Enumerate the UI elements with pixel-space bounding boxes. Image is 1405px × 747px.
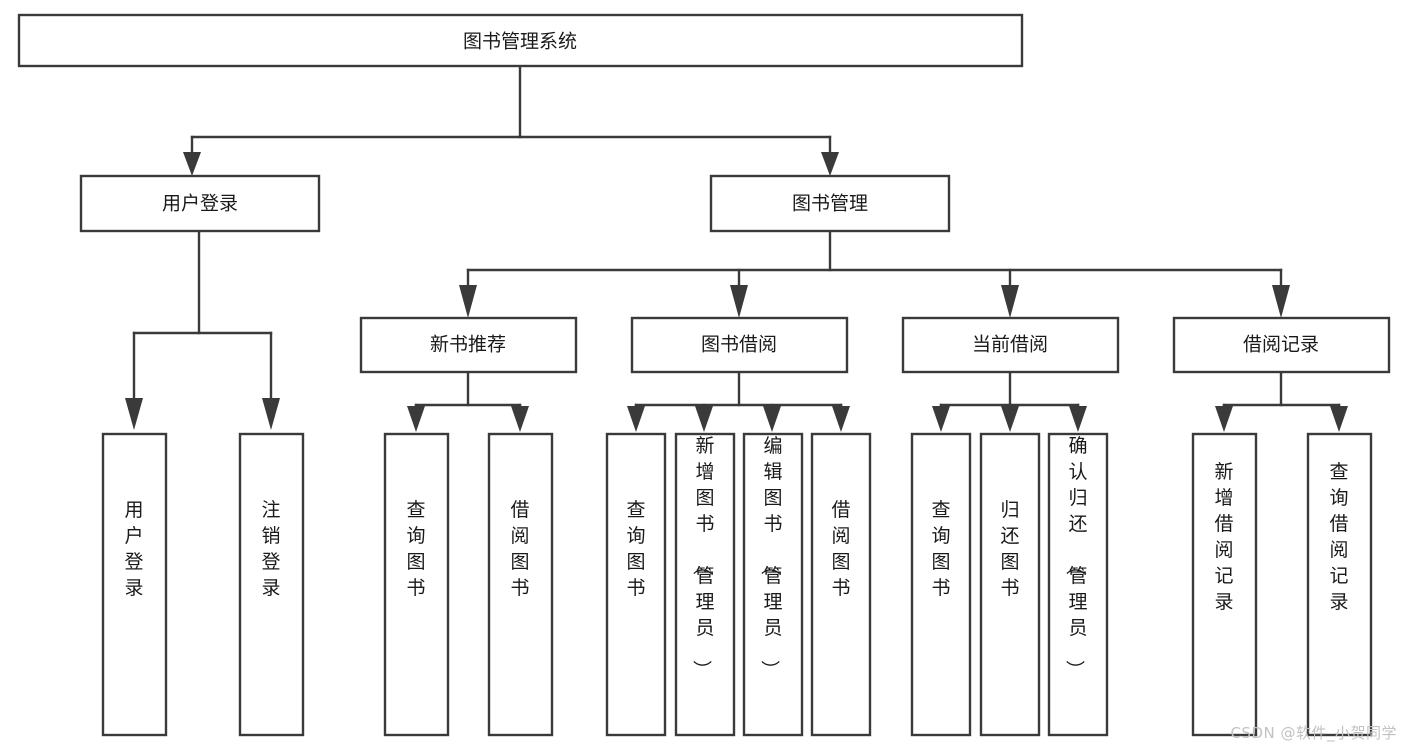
arrow-bb-leaf-4: [832, 406, 850, 432]
leaf-current-borrow-return-box[interactable]: [979, 432, 1041, 737]
leaf-book-borrow-edit-box[interactable]: [742, 432, 804, 737]
leaf-book-borrow-borrow-box[interactable]: [810, 432, 872, 737]
leaf-new-book-borrow-label: 借阅图书: [510, 499, 529, 599]
leaf-user-login-login-label: 用户登录: [124, 499, 143, 599]
arrow-to-leaf-logout: [262, 398, 280, 430]
leaf-user-login-logout-label: 注销登录: [261, 499, 280, 599]
leaf-book-borrow-edit[interactable]: 编辑图书（管理员）: [742, 432, 804, 737]
node-book-borrow-label: 图书借阅: [701, 334, 777, 356]
leaf-book-borrow-query-label: 查询图书: [626, 499, 645, 599]
node-borrow-record[interactable]: 借阅记录: [1172, 316, 1391, 374]
node-book-manage-label: 图书管理: [792, 193, 868, 215]
node-current-borrow-label: 当前借阅: [972, 334, 1048, 356]
leaf-current-borrow-confirm-box[interactable]: [1047, 432, 1109, 737]
leaf-new-book-query-label: 查询图书: [406, 499, 425, 599]
node-current-borrow[interactable]: 当前借阅: [901, 316, 1120, 374]
node-root-box[interactable]: [17, 13, 1024, 68]
leaf-book-borrow-add-box[interactable]: [674, 432, 736, 737]
leaf-user-login-login[interactable]: 用户登录: [101, 432, 168, 737]
leaf-borrow-record-query-box[interactable]: [1306, 432, 1373, 737]
arrow-nb-leaf-1: [407, 406, 425, 432]
node-book-manage-box[interactable]: [709, 174, 951, 233]
arrow-cb-leaf-2: [1001, 406, 1019, 432]
node-borrow-record-label: 借阅记录: [1243, 334, 1319, 356]
node-book-borrow-box[interactable]: [630, 316, 849, 374]
leaf-new-book-query-box[interactable]: [383, 432, 450, 737]
arrow-to-leaf-user-login: [125, 398, 143, 430]
leaf-current-borrow-confirm[interactable]: 确认归还（管理员）: [1047, 432, 1109, 737]
leaf-user-login-logout[interactable]: 注销登录: [238, 432, 305, 737]
leaf-current-borrow-query-box[interactable]: [910, 432, 972, 737]
leaf-new-book-borrow[interactable]: 借阅图书: [487, 432, 554, 737]
leaf-book-borrow-edit-label: 编辑图书（管理员）: [758, 435, 782, 679]
node-user-login[interactable]: 用户登录: [79, 174, 321, 233]
leaf-book-borrow-add[interactable]: 新增图书（管理员）: [674, 432, 736, 737]
arrow-bb-leaf-1: [627, 406, 645, 432]
node-user-login-box[interactable]: [79, 174, 321, 233]
leaf-user-login-login-box[interactable]: [101, 432, 168, 737]
arrow-cb-leaf-1: [932, 406, 950, 432]
leaf-current-borrow-query[interactable]: 查询图书: [910, 432, 972, 737]
arrow-br-leaf-1: [1215, 406, 1233, 432]
leaf-current-borrow-return-label: 归还图书: [1000, 499, 1019, 599]
leaf-borrow-record-add[interactable]: 新增借阅记录: [1191, 432, 1258, 737]
leaf-current-borrow-query-label: 查询图书: [931, 499, 950, 599]
node-new-book-recommend-box[interactable]: [359, 316, 578, 374]
node-user-login-label: 用户登录: [162, 193, 238, 215]
arrow-to-book-manage: [821, 152, 839, 176]
node-current-borrow-box[interactable]: [901, 316, 1120, 374]
arrow-to-current-borrow: [1001, 285, 1019, 318]
leaf-borrow-record-query[interactable]: 查询借阅记录: [1306, 432, 1373, 737]
leaf-book-borrow-borrow-label: 借阅图书: [831, 499, 850, 599]
leaf-new-book-borrow-box[interactable]: [487, 432, 554, 737]
node-new-book-recommend-label: 新书推荐: [430, 334, 506, 356]
leaf-borrow-record-query-label: 查询借阅记录: [1329, 461, 1348, 613]
node-root[interactable]: 图书管理系统: [17, 13, 1024, 68]
leaf-current-borrow-confirm-label: 确认归还（管理员）: [1063, 435, 1087, 679]
arrow-bb-leaf-3: [763, 406, 781, 432]
leaf-current-borrow-return[interactable]: 归还图书: [979, 432, 1041, 737]
node-root-label: 图书管理系统: [463, 31, 577, 53]
leaf-borrow-record-add-box[interactable]: [1191, 432, 1258, 737]
leaf-borrow-record-add-label: 新增借阅记录: [1214, 461, 1233, 613]
leaf-user-login-logout-box[interactable]: [238, 432, 305, 737]
leaf-book-borrow-query-box[interactable]: [605, 432, 667, 737]
node-book-manage[interactable]: 图书管理: [709, 174, 951, 233]
arrow-to-user-login: [183, 152, 201, 176]
node-new-book-recommend[interactable]: 新书推荐: [359, 316, 578, 374]
leaf-book-borrow-query[interactable]: 查询图书: [605, 432, 667, 737]
arrow-to-borrow-record: [1272, 285, 1290, 318]
leaf-new-book-query[interactable]: 查询图书: [383, 432, 450, 737]
connector-layer: [125, 64, 1348, 432]
node-borrow-record-box[interactable]: [1172, 316, 1391, 374]
arrow-nb-leaf-2: [511, 406, 529, 432]
arrow-br-leaf-2: [1330, 406, 1348, 432]
leaf-book-borrow-borrow[interactable]: 借阅图书: [810, 432, 872, 737]
arrow-bb-leaf-2: [695, 406, 713, 432]
arrow-to-new-book: [459, 285, 477, 318]
arrow-cb-leaf-3: [1069, 406, 1087, 432]
leaf-book-borrow-add-label: 新增图书（管理员）: [690, 435, 714, 679]
arrow-to-book-borrow: [730, 285, 748, 318]
node-book-borrow[interactable]: 图书借阅: [630, 316, 849, 374]
